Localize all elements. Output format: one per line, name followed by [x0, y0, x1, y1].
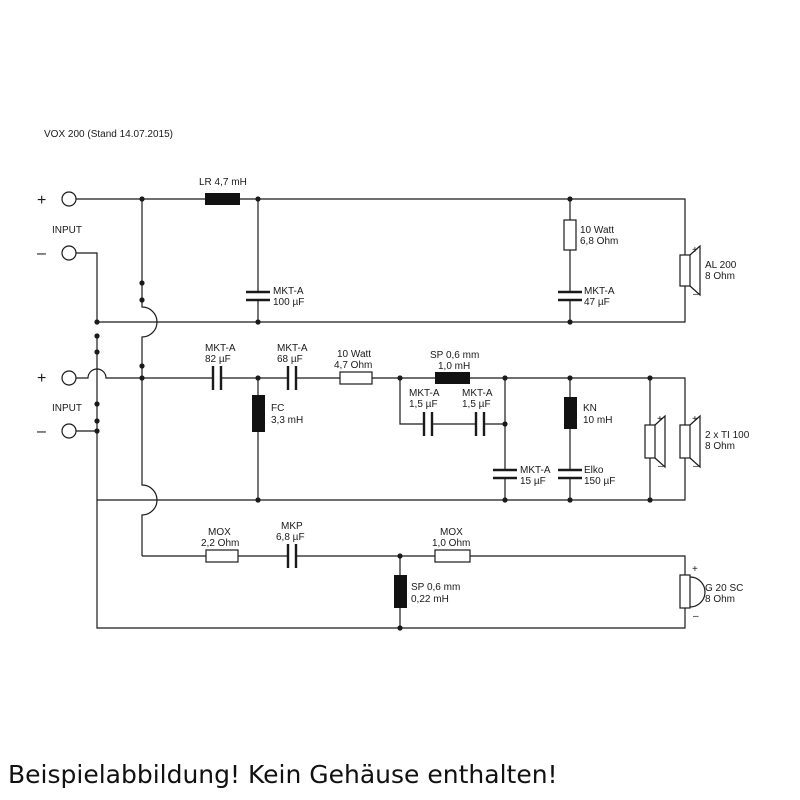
input-1-minus-terminal: [61, 245, 77, 261]
s3-inductor-0-22mh-value: 0,22 mH: [411, 594, 449, 605]
s2-capacitor-82uf-name: MKT-A: [205, 343, 236, 354]
s2-inductor-kn-value: 10 mH: [583, 415, 612, 426]
s2-capacitor-15uf: MKT-A 15 µF: [493, 465, 551, 487]
s2-capacitor-68uf: MKT-A 68 µF: [277, 343, 308, 390]
s1-inductor-lr: LR 4,7 mH: [199, 177, 247, 205]
s1-resistor-6-8-ohm: 10 Watt 6,8 Ohm: [563, 219, 618, 251]
s1-resistor-6-8-ohm-value: 6,8 Ohm: [580, 236, 618, 247]
s1-capacitor-100uf: MKT-A 100 µF: [246, 286, 304, 308]
input-2-label: INPUT: [52, 403, 82, 414]
input-2-minus-terminal: [61, 423, 77, 439]
s3-resistor-2-2-ohm-name: MOX: [208, 527, 231, 538]
s1-capacitor-100uf-value: 100 µF: [273, 297, 304, 308]
s2-resistor-4-7-ohm-name: 10 Watt: [337, 349, 371, 360]
s2-capacitor-68uf-value: 68 µF: [277, 354, 303, 365]
caption-notice: Beispielabbildung! Kein Gehäuse enthalte…: [8, 760, 558, 789]
s2-capacitor-15uf-value: 15 µF: [520, 476, 546, 487]
s1-speaker-minus: –: [693, 289, 699, 300]
s2-inductor-fc-value: 3,3 mH: [271, 415, 303, 426]
s2-capacitor-82uf-value: 82 µF: [205, 354, 231, 365]
s2-inductor-fc: FC 3,3 mH: [252, 395, 303, 432]
input-1-terminals: + INPUT –: [37, 191, 82, 262]
s3-resistor-1-0-ohm-value: 1,0 Ohm: [432, 538, 470, 549]
s2-capacitor-1-5uf-b-value: 1,5 µF: [462, 399, 491, 410]
s3-capacitor-6-8uf-value: 6,8 µF: [276, 532, 305, 543]
s2-speaker-right-minus: –: [693, 461, 699, 472]
s3-inductor-0-22mh-name: SP 0,6 mm: [411, 582, 460, 593]
s3-speaker-plus: +: [692, 564, 698, 575]
input-2-plus-terminal: [61, 370, 77, 386]
input-1-minus-sign: –: [37, 245, 46, 262]
input-2-terminals: + INPUT –: [37, 370, 82, 440]
section-3-wires: [96, 500, 686, 629]
s2-capacitor-82uf: MKT-A 82 µF: [205, 343, 236, 390]
s2-speaker-left-plus: +: [657, 414, 663, 425]
s2-capacitor-1-5uf-a-value: 1,5 µF: [409, 399, 438, 410]
section-3-junctions: [397, 553, 403, 631]
s2-speaker-ti100-right: + – 2 x TI 100 8 Ohm: [679, 414, 750, 472]
s1-capacitor-100uf-name: MKT-A: [273, 286, 304, 297]
s3-resistor-1-0-ohm: MOX 1,0 Ohm: [432, 527, 471, 563]
s3-resistor-1-0-ohm-name: MOX: [440, 527, 463, 538]
schematic-title: VOX 200 (Stand 14.07.2015): [44, 129, 173, 140]
s2-capacitor-elko-150uf: Elko 150 µF: [558, 465, 615, 487]
s2-capacitor-1-5uf-a: MKT-A 1,5 µF: [409, 388, 440, 436]
s2-inductor-1-0mh: SP 0,6 mm 1,0 mH: [430, 350, 479, 384]
section-1-junctions: [94, 196, 573, 339]
s2-inductor-fc-name: FC: [271, 403, 284, 414]
input-2-minus-sign: –: [37, 423, 46, 440]
s2-speaker-right-plus: +: [692, 414, 698, 425]
s1-capacitor-47uf-value: 47 µF: [584, 297, 610, 308]
s1-resistor-6-8-ohm-name: 10 Watt: [580, 225, 614, 236]
s1-speaker-plus: +: [692, 245, 698, 256]
s3-capacitor-6-8uf: MKP 6,8 µF: [276, 521, 305, 568]
s2-capacitor-68uf-name: MKT-A: [277, 343, 308, 354]
s2-inductor-kn-name: KN: [583, 403, 597, 414]
s2-resistor-4-7-ohm-value: 4,7 Ohm: [334, 360, 372, 371]
section-2-junctions: [94, 349, 653, 503]
s2-speaker-ti100-left: + –: [644, 414, 666, 472]
input-1-plus-sign: +: [37, 192, 46, 209]
s3-inductor-0-22mh: SP 0,6 mm 0,22 mH: [394, 575, 460, 608]
section-1-wires: [76, 198, 686, 378]
input-1-plus-terminal: [61, 191, 77, 207]
s1-speaker-al200: + – AL 200 8 Ohm: [679, 244, 737, 300]
s3-speaker-g20sc: + – G 20 SC 8 Ohm: [679, 564, 743, 622]
section-2-wires: [76, 336, 686, 556]
s2-capacitor-1-5uf-b-name: MKT-A: [462, 388, 493, 399]
input-2-plus-sign: +: [37, 370, 46, 387]
s1-speaker-value: 8 Ohm: [705, 271, 735, 282]
s1-speaker-name: AL 200: [705, 260, 737, 271]
s2-speaker-left-minus: –: [658, 461, 664, 472]
s2-speaker-name: 2 x TI 100: [705, 430, 750, 441]
s2-capacitor-elko-value: 150 µF: [584, 476, 615, 487]
input-1-label: INPUT: [52, 225, 82, 236]
s2-inductor-1-0mh-name: SP 0,6 mm: [430, 350, 479, 361]
s3-resistor-2-2-ohm: MOX 2,2 Ohm: [201, 527, 239, 563]
s1-capacitor-47uf-name: MKT-A: [584, 286, 615, 297]
s3-resistor-2-2-ohm-value: 2,2 Ohm: [201, 538, 239, 549]
s2-capacitor-elko-name: Elko: [584, 465, 604, 476]
s3-speaker-minus: –: [693, 611, 699, 622]
s2-capacitor-1-5uf-b: MKT-A 1,5 µF: [462, 388, 493, 436]
s2-inductor-1-0mh-value: 1,0 mH: [438, 361, 470, 372]
s2-capacitor-15uf-name: MKT-A: [520, 465, 551, 476]
s3-speaker-name: G 20 SC: [705, 583, 743, 594]
s3-speaker-value: 8 Ohm: [705, 594, 735, 605]
s3-capacitor-6-8uf-name: MKP: [281, 521, 303, 532]
s2-capacitor-1-5uf-a-name: MKT-A: [409, 388, 440, 399]
s2-speaker-value: 8 Ohm: [705, 441, 735, 452]
s1-capacitor-47uf: MKT-A 47 µF: [558, 286, 615, 308]
s2-resistor-4-7-ohm: 10 Watt 4,7 Ohm: [334, 349, 373, 385]
s1-inductor-lr-label: LR 4,7 mH: [199, 177, 247, 188]
s2-inductor-kn: KN 10 mH: [564, 397, 612, 429]
